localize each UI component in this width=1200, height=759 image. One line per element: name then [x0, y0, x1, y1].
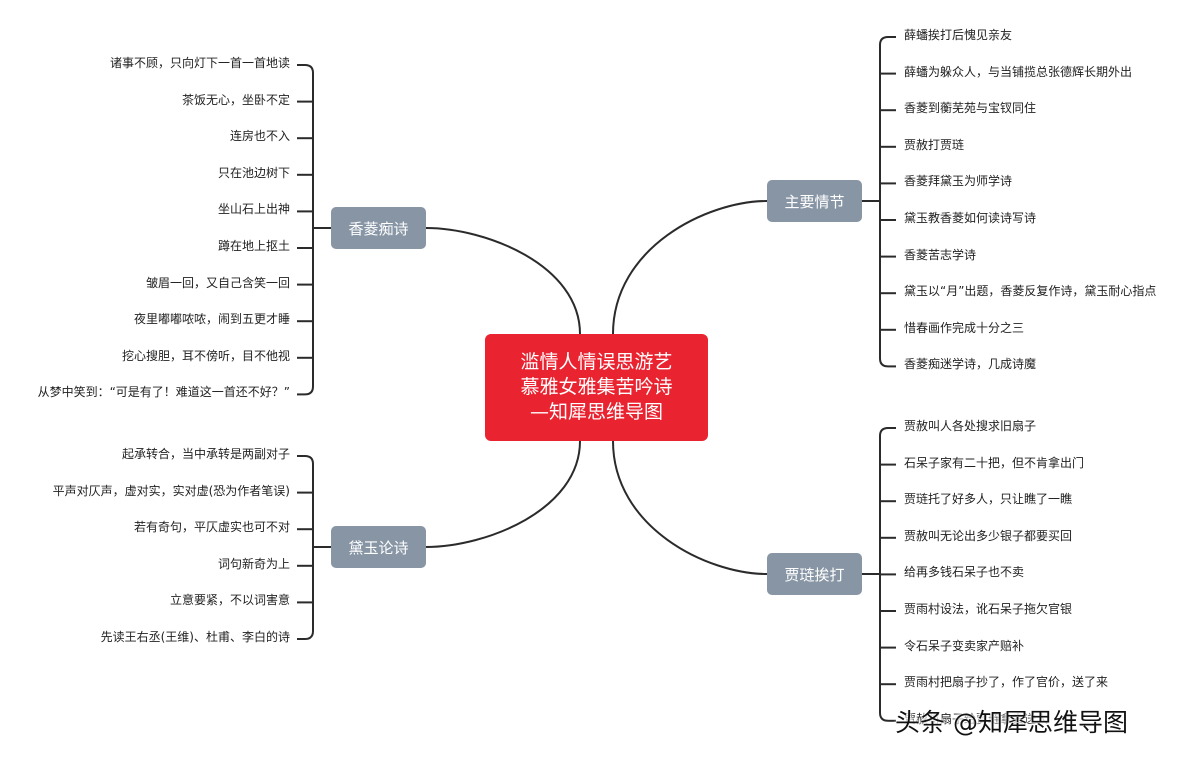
- branch-daiyu-lunshi[interactable]: 黛玉论诗: [331, 526, 426, 568]
- leaf-item[interactable]: 贾赦叫人各处搜求旧扇子: [904, 419, 1037, 433]
- leaf-item[interactable]: 若有奇句，平仄虚实也可不对: [133, 520, 290, 535]
- leaf-item[interactable]: 薛蟠挨打后愧见亲友: [904, 28, 1013, 42]
- leaf-item[interactable]: 立意要紧，不以词害意: [169, 593, 290, 608]
- watermark: 头条 @知犀思维导图: [895, 708, 1128, 737]
- leaf-item[interactable]: 香菱苦志学诗: [904, 247, 977, 262]
- leaf-item[interactable]: 挖心搜胆，耳不傍听，目不他视: [121, 348, 290, 363]
- leaf-item[interactable]: 从梦中笑到：“可是有了！难道这一首还不好？”: [37, 385, 290, 400]
- bracket-spine: [879, 36, 889, 368]
- leaf-item[interactable]: 起承转合，当中承转是两副对子: [121, 447, 290, 461]
- branch-jialian-aida[interactable]: 贾琏挨打: [767, 553, 862, 595]
- central-topic-line-1: 滥情人情误思游艺: [520, 351, 673, 373]
- branch-zhuyao-qingjie[interactable]: 主要情节: [767, 180, 862, 222]
- bracket-spine: [304, 64, 314, 396]
- leaf-item[interactable]: 蹲在地上抠土: [217, 239, 290, 253]
- leaf-item[interactable]: 坐山石上出神: [217, 202, 290, 217]
- branch-connector: [425, 227, 581, 335]
- leaf-item[interactable]: 词句新奇为上: [217, 556, 290, 571]
- leaf-item[interactable]: 贾雨村设法，讹石呆子拖欠官银: [904, 602, 1073, 616]
- branch-connector: [612, 440, 768, 575]
- leaf-item[interactable]: 黛玉以“月”出题，香菱反复作诗，黛玉耐心指点: [904, 284, 1157, 299]
- leaf-item[interactable]: 贾琏托了好多人，只让瞧了一瞧: [904, 492, 1073, 507]
- leaf-item[interactable]: 黛玉教香菱如何读诗写诗: [904, 211, 1037, 225]
- leaf-item[interactable]: 贾赦将扇子给贾琏拿去送人: [904, 711, 1049, 726]
- leaf-item[interactable]: 薛蟠为躲众人，与当铺揽总张德辉长期外出: [904, 64, 1133, 79]
- leaf-item[interactable]: 茶饭无心，坐卧不定: [181, 92, 290, 107]
- leaf-item[interactable]: 夜里嘟嘟哝哝，闹到五更才睡: [133, 312, 290, 327]
- leaf-item[interactable]: 惜春画作完成十分之三: [904, 320, 1025, 335]
- leaf-item[interactable]: 连房也不入: [229, 129, 290, 144]
- central-topic-line-2: 慕雅女雅集苦吟诗: [520, 376, 673, 398]
- leaf-item[interactable]: 诸事不顾，只向灯下一首一首地读: [109, 56, 290, 70]
- leaf-item[interactable]: 香菱拜黛玉为师学诗: [904, 174, 1013, 189]
- leaf-item[interactable]: 给再多钱石呆子也不卖: [904, 565, 1025, 580]
- leaf-item[interactable]: 贾雨村把扇子抄了，作了官价，送了来: [904, 675, 1109, 690]
- leaf-item[interactable]: 石呆子家有二十把，但不肯拿出门: [904, 455, 1085, 470]
- central-topic[interactable]: 滥情人情误思游艺 慕雅女雅集苦吟诗 —知犀思维导图: [485, 334, 708, 441]
- leaf-item[interactable]: 只在池边树下: [217, 165, 290, 180]
- leaf-item[interactable]: 平声对仄声，虚对实，实对虚(恐为作者笔误): [52, 483, 290, 498]
- leaf-item[interactable]: 贾赦叫无论出多少银子都要买回: [904, 528, 1073, 543]
- leaf-item[interactable]: 香菱到蘅芜苑与宝钗同住: [904, 101, 1037, 116]
- leaf-item[interactable]: 皱眉一回，又自己含笑一回: [145, 275, 290, 290]
- leaf-item[interactable]: 贾赦打贾琏: [904, 137, 965, 152]
- leaf-item[interactable]: 香菱痴迷学诗，几成诗魔: [904, 357, 1037, 372]
- branch-connector: [425, 440, 581, 548]
- bracket-spine: [304, 455, 314, 640]
- leaf-item[interactable]: 先读王右丞(王维)、杜甫、李白的诗: [100, 630, 290, 644]
- leaf-item[interactable]: 令石呆子变卖家产赔补: [904, 638, 1025, 653]
- central-topic-line-3: —知犀思维导图: [529, 401, 663, 423]
- branch-connector: [612, 200, 768, 335]
- branch-xiangling-chishi[interactable]: 香菱痴诗: [331, 207, 426, 249]
